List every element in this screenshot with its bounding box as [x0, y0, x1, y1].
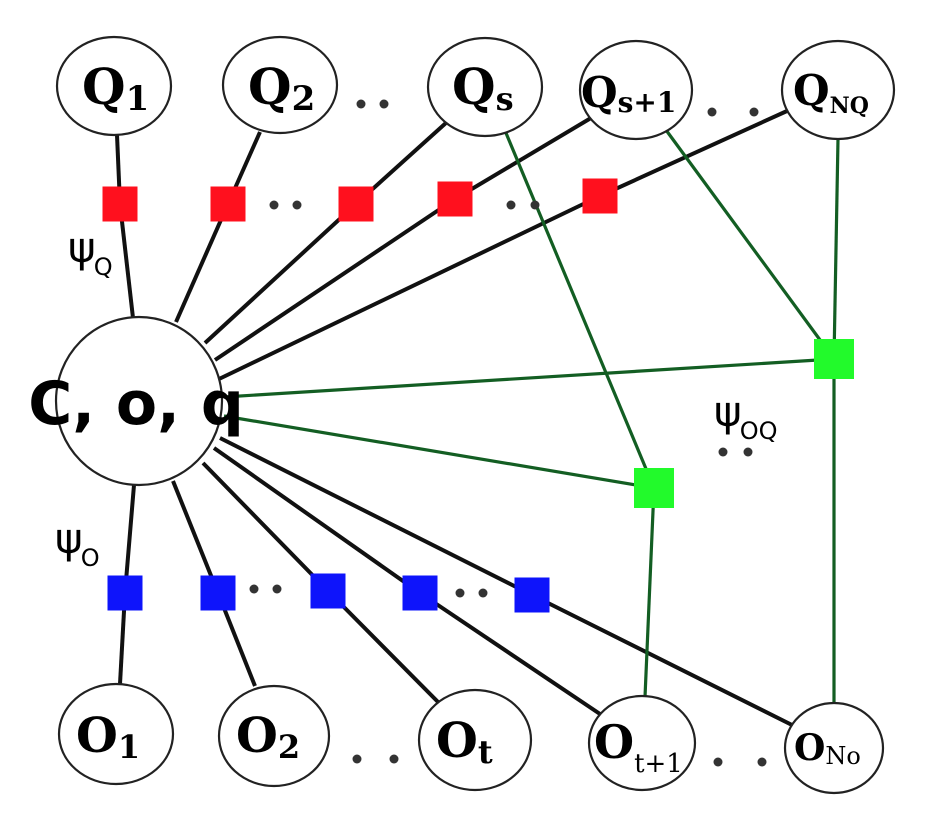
- edge-center-to-psi-o-ono: [219, 436, 533, 597]
- o-node-t-plus-1-circle: [587, 694, 697, 792]
- q-node-2-label: Q2: [248, 57, 315, 119]
- ellipsis-q-top-dot-2: [379, 99, 389, 109]
- center-node: C, o, q: [28, 315, 244, 487]
- nodes-layer: C, o, q Q1 Q2 Qs Qs+1 QNQ O1: [28, 35, 896, 795]
- ellipsis-psi-oq-dot-1: [718, 447, 728, 457]
- ellipsis-o-bottom-right-dot-2: [757, 757, 767, 767]
- edge-psi-oq-1-to-ot1: [643, 487, 656, 698]
- o-node-t-plus-1-label: Ot+1: [594, 715, 683, 779]
- ellipsis-o-bottom-right-dot-1: [713, 757, 723, 767]
- psi-q-factor-qs1: [437, 181, 473, 217]
- edge-center-to-psi-o-o1: [123, 484, 136, 594]
- o-node-t-label: Ot: [436, 713, 493, 771]
- q-node-s-plus-1-label: Qs+1: [581, 68, 676, 119]
- psi-oq-label: ψOQ: [714, 387, 778, 445]
- edge-center-to-psi-oq-2: [223, 357, 835, 399]
- q-node-s-plus-1: Qs+1: [578, 39, 694, 141]
- ellipsis-o-bottom-dot-2: [389, 754, 399, 764]
- q-node-2: Q2: [221, 35, 339, 135]
- o-node-no-label: ONo: [794, 727, 861, 770]
- edge-center-to-psi-o-ot1: [212, 446, 422, 595]
- edge-psi-o-ot-to-ot: [326, 589, 442, 706]
- edge-psi-o-ono-to-ono: [531, 593, 793, 727]
- q-node-s: Qs: [426, 36, 544, 138]
- center-node-circle: [54, 315, 224, 487]
- psi-o-label: ψO: [55, 514, 100, 572]
- factors-layer: [102, 178, 854, 613]
- psi-q-factor-qs: [338, 186, 374, 222]
- o-node-1-label: O1: [76, 708, 140, 766]
- q-node-1: Q1: [55, 35, 173, 137]
- o-node-t: Ot: [417, 688, 533, 792]
- ellipsis-q-top-right-dot-1: [707, 107, 717, 117]
- q-node-s-label: Qs: [452, 57, 514, 118]
- o-node-t-circle: [417, 688, 533, 792]
- o-node-1-circle: [57, 682, 175, 786]
- edge-qs1-to-psi-oq-2: [664, 129, 836, 360]
- ellipsis-q-factors-left-dot-2: [292, 200, 302, 210]
- edge-psi-q-q1-to-center: [118, 203, 135, 319]
- edge-center-to-psi-oq-1: [223, 414, 655, 490]
- psi-q-factor-qno: [582, 178, 618, 214]
- edge-qno-to-psi-q: [599, 109, 788, 198]
- q-node-nq-label: QNQ: [793, 66, 869, 119]
- q-node-s-circle: [426, 36, 544, 138]
- edge-psi-q-q2-to-center: [174, 203, 230, 323]
- o-node-no: ONo: [783, 701, 885, 795]
- q-node-nq-circle: [780, 39, 896, 141]
- edge-qno-to-psi-oq-2: [832, 138, 840, 360]
- ellipsis-psi-oq-dot-2: [743, 447, 753, 457]
- psi-o-factor-ot1: [402, 575, 438, 611]
- psi-oq-factor-1: [634, 468, 674, 508]
- edge-qs1-to-psi-q: [453, 116, 593, 201]
- edge-qs-to-psi-oq-1: [504, 132, 656, 489]
- ellipsis-o-factors-left-dot-1: [249, 584, 259, 594]
- q-node-1-circle: [55, 35, 173, 137]
- q-node-s-plus-1-circle: [578, 39, 694, 141]
- ellipsis-q-factors-right-dot-2: [530, 200, 540, 210]
- ellipsis-q-factors-right-dot-1: [506, 200, 516, 210]
- edge-center-to-psi-o-o2: [171, 480, 220, 594]
- edge-psi-o-ot1-to-ot1: [418, 591, 602, 716]
- o-node-2: O2: [217, 684, 331, 788]
- factor-labels: ψQ ψO ψOQ: [55, 223, 778, 572]
- o-node-2-circle: [217, 684, 331, 788]
- edge-psi-q-qs1-to-center: [213, 197, 457, 362]
- center-node-label: C, o, q: [28, 369, 244, 439]
- ellipsis-o-factors-right-dot-2: [478, 588, 488, 598]
- o-node-1: O1: [57, 682, 175, 786]
- ellipsis-q-top-dot-1: [356, 99, 366, 109]
- psi-o-factor-ono: [514, 577, 550, 613]
- edge-psi-q-qs-to-center: [203, 202, 358, 345]
- ellipsis-o-bottom-dot-1: [352, 754, 362, 764]
- q-node-1-label: Q1: [82, 57, 149, 119]
- psi-q-factor-q2: [210, 186, 246, 222]
- o-node-2-label: O2: [236, 708, 300, 766]
- ellipsis-o-factors-right-dot-1: [455, 588, 465, 598]
- o-node-t-plus-1: Ot+1: [587, 694, 697, 792]
- psi-o-factor-ot: [310, 573, 346, 609]
- ellipsis-o-factors-left-dot-2: [272, 584, 282, 594]
- edge-psi-q-qno-to-center: [218, 194, 601, 381]
- o-node-no-circle: [783, 701, 885, 795]
- q-node-nq: QNQ: [780, 39, 896, 141]
- psi-q-factor-q1: [102, 186, 138, 222]
- psi-o-factor-o2: [200, 575, 236, 611]
- ellipsis-q-factors-left-dot-1: [269, 200, 279, 210]
- ellipsis-q-top-right-dot-2: [749, 107, 759, 117]
- psi-o-factor-o1: [107, 575, 143, 611]
- edge-center-to-psi-o-ot: [201, 461, 330, 593]
- ellipsis-layer: [249, 99, 767, 767]
- psi-oq-factor-2: [814, 339, 854, 379]
- psi-q-label: ψQ: [68, 223, 113, 281]
- q-node-2-circle: [221, 35, 339, 135]
